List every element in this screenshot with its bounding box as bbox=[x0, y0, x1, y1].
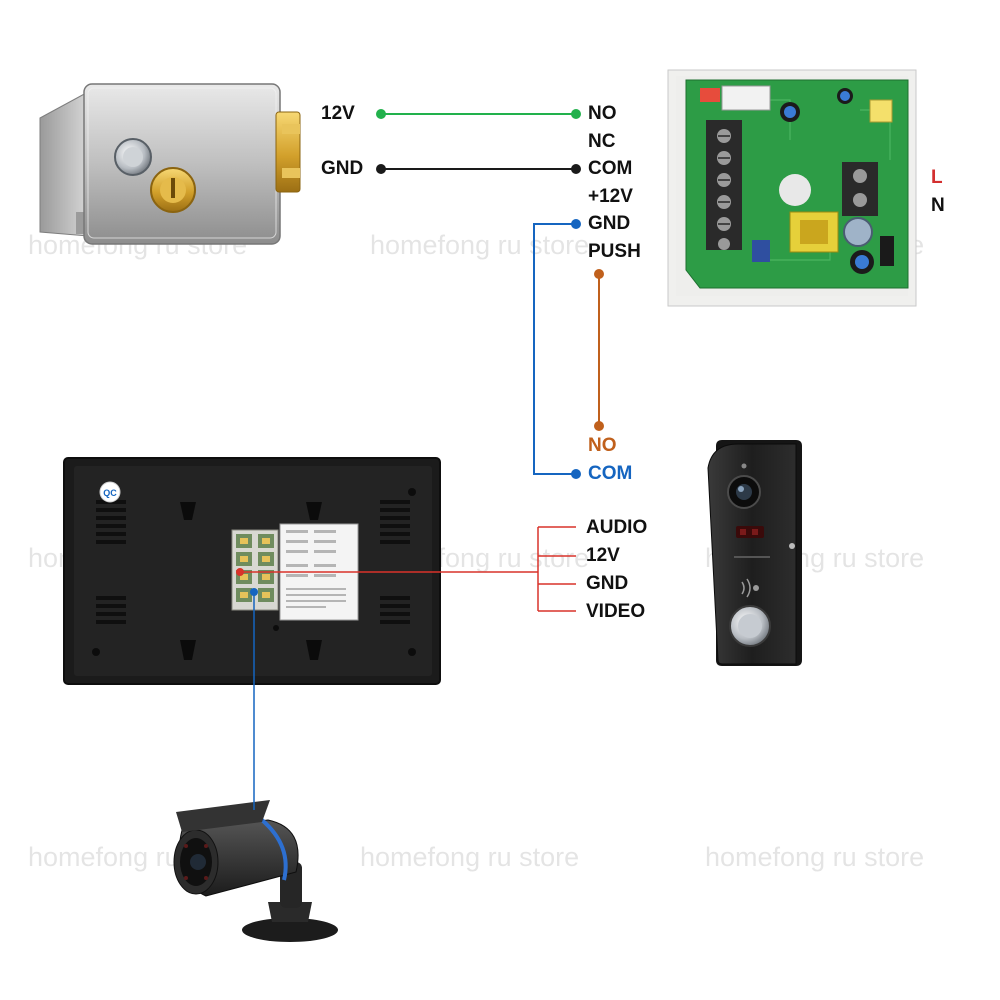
rfid-icon bbox=[741, 578, 759, 598]
relay-com-label: COM bbox=[588, 463, 633, 484]
lock-label-gnd: GND bbox=[321, 158, 364, 179]
indoor-monitor: QC bbox=[63, 457, 441, 685]
wire-gnd-com bbox=[376, 164, 581, 174]
power-supply-board bbox=[667, 69, 917, 307]
cctv-camera bbox=[173, 800, 338, 942]
psu-terminal-push: PUSH bbox=[588, 241, 641, 262]
watermark: homefong ru store bbox=[370, 230, 590, 260]
wire-camera bbox=[250, 588, 258, 810]
wire-push-to-no bbox=[594, 269, 604, 431]
door-wire-gnd: GND bbox=[586, 573, 629, 594]
wire-gnd-to-com bbox=[533, 219, 581, 479]
lock-label-12v: 12V bbox=[321, 103, 355, 124]
power-live-label: L bbox=[931, 167, 943, 188]
door-station bbox=[707, 440, 802, 666]
door-wire-audio: AUDIO bbox=[586, 517, 648, 538]
electric-lock bbox=[39, 83, 301, 245]
psu-terminal-com: COM bbox=[588, 158, 633, 179]
watermark: homefong ru store bbox=[360, 842, 580, 872]
psu-terminal-gnd: GND bbox=[588, 213, 631, 234]
relay-no-label: NO bbox=[588, 435, 617, 456]
power-neutral-label: N bbox=[931, 195, 945, 216]
wire-12v bbox=[376, 109, 581, 119]
watermark: homefong ru store bbox=[705, 842, 925, 872]
qc-badge: QC bbox=[103, 488, 117, 498]
psu-terminal-12v: +12V bbox=[588, 186, 633, 207]
bus-connector-dot bbox=[236, 568, 244, 576]
psu-terminal-nc: NC bbox=[588, 131, 616, 152]
door-wire-video: VIDEO bbox=[586, 601, 646, 622]
door-wire-12v: 12V bbox=[586, 545, 620, 566]
psu-terminal-no: NO bbox=[588, 103, 617, 124]
wire-door-station-bus bbox=[240, 526, 576, 612]
